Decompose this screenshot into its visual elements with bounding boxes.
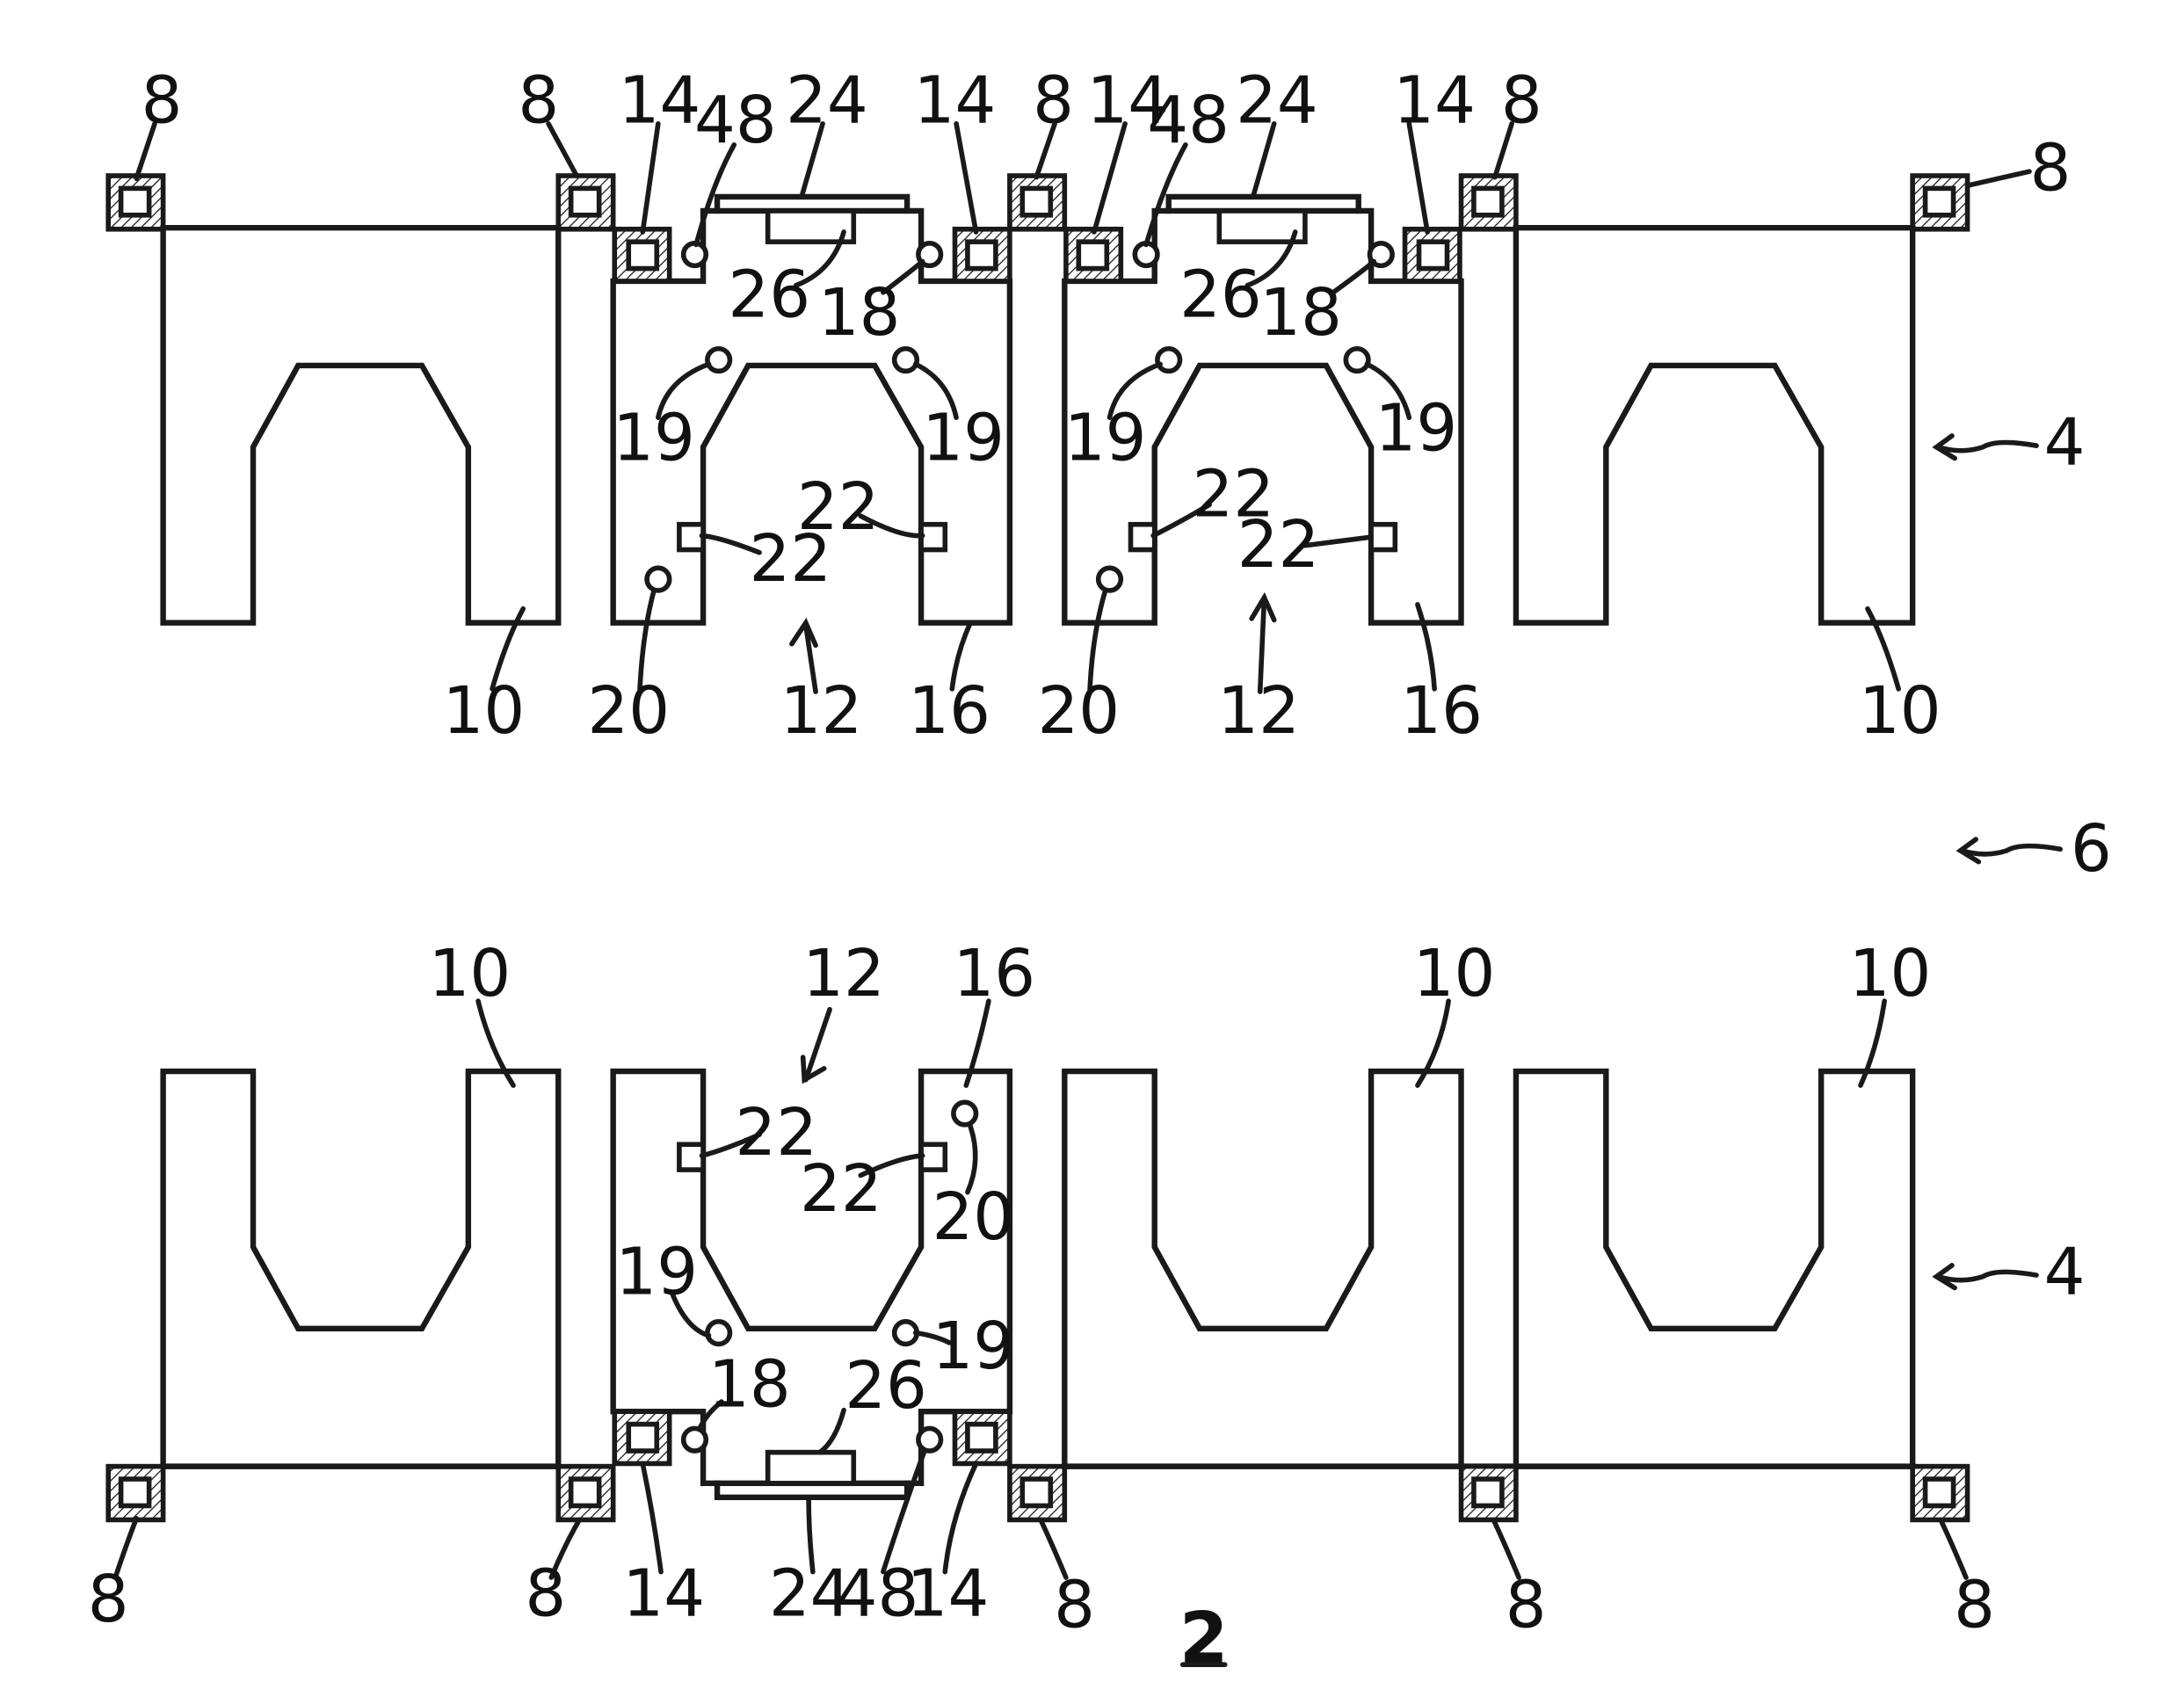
label-48: 48 bbox=[1147, 83, 1230, 158]
label-8: 8 bbox=[88, 1563, 129, 1637]
via-19 bbox=[895, 349, 918, 372]
sub-pad-core bbox=[628, 1425, 657, 1451]
label-8: 8 bbox=[1501, 64, 1542, 139]
label-19: 19 bbox=[922, 402, 1005, 476]
label-8: 8 bbox=[1506, 1569, 1547, 1643]
bottom-plain-unit-1 bbox=[163, 1071, 559, 1467]
via-48 bbox=[918, 1428, 941, 1451]
bottom-plain-unit-4 bbox=[1516, 1071, 1912, 1467]
label-22: 22 bbox=[1237, 508, 1320, 583]
label-8: 8 bbox=[1054, 1569, 1095, 1643]
sub-pad-core bbox=[968, 1425, 996, 1451]
label-8: 8 bbox=[1954, 1569, 1995, 1643]
label-22: 22 bbox=[800, 1152, 882, 1227]
label-14: 14 bbox=[1393, 64, 1476, 139]
label-48: 48 bbox=[694, 83, 777, 158]
bottom-electrode-pads bbox=[108, 1467, 1967, 1520]
label-19: 19 bbox=[1375, 391, 1458, 466]
chip bbox=[768, 1453, 854, 1483]
via-20 bbox=[1099, 568, 1121, 591]
label-24: 24 bbox=[786, 64, 868, 139]
electrode-pad-core bbox=[1474, 188, 1502, 214]
label-14: 14 bbox=[907, 1557, 990, 1632]
via-19 bbox=[1346, 349, 1368, 372]
label-12: 12 bbox=[780, 674, 863, 749]
label-8: 8 bbox=[2030, 131, 2072, 206]
label-20: 20 bbox=[932, 1180, 1014, 1255]
electrode-pad-core bbox=[121, 188, 149, 214]
label-20: 20 bbox=[587, 674, 670, 749]
label-12: 12 bbox=[802, 937, 885, 1012]
label-20: 20 bbox=[1037, 674, 1120, 749]
electrode-pad-core bbox=[121, 1479, 149, 1505]
via-18 bbox=[684, 1428, 707, 1451]
label-14: 14 bbox=[914, 64, 997, 139]
label-16: 16 bbox=[1400, 674, 1483, 749]
label-8: 8 bbox=[525, 1557, 566, 1632]
label-6: 6 bbox=[2071, 812, 2112, 887]
electrode-pad-core bbox=[1926, 1479, 1954, 1505]
top-plain-unit-left bbox=[163, 228, 559, 623]
top-electrode-pads bbox=[108, 176, 1967, 229]
label-10: 10 bbox=[1859, 674, 1941, 749]
electrode-pad-core bbox=[571, 188, 599, 214]
label-8: 8 bbox=[141, 64, 183, 139]
label-4: 4 bbox=[2044, 1235, 2086, 1309]
label-19: 19 bbox=[1064, 402, 1147, 476]
marker-22 bbox=[921, 1144, 945, 1170]
via-19 bbox=[707, 1322, 730, 1345]
electrode-pad-core bbox=[1926, 188, 1954, 214]
marker-22 bbox=[921, 525, 945, 550]
marker-22 bbox=[679, 1144, 703, 1170]
label-8: 8 bbox=[1033, 64, 1074, 139]
top-plain-unit-right bbox=[1516, 228, 1912, 623]
label-22: 22 bbox=[749, 522, 831, 597]
label-10: 10 bbox=[1849, 937, 1932, 1012]
via-20 bbox=[647, 568, 670, 591]
sub-pad-core bbox=[968, 242, 996, 268]
electrode-pad-core bbox=[1022, 188, 1050, 214]
label-12: 12 bbox=[1217, 674, 1300, 749]
label-19: 19 bbox=[615, 1235, 698, 1309]
sub-pad-core bbox=[1419, 242, 1448, 268]
via-20 bbox=[954, 1102, 976, 1125]
label-8: 8 bbox=[518, 64, 559, 139]
figure-number: 2 bbox=[1179, 1597, 1229, 1679]
bottom-leader-lines bbox=[115, 1001, 2036, 1577]
bottom-module: 10 10 10 12 16 22 22 20 19 19 18 26 4 8 … bbox=[88, 937, 2086, 1642]
label-16: 16 bbox=[953, 937, 1035, 1012]
label-16: 16 bbox=[908, 674, 990, 749]
sub-pad-core bbox=[1078, 242, 1107, 268]
label-26: 26 bbox=[845, 1349, 927, 1424]
label-4: 4 bbox=[2044, 405, 2086, 480]
bottom-plain-unit-3 bbox=[1064, 1071, 1461, 1467]
label-18: 18 bbox=[1259, 276, 1342, 351]
sub-pad-core bbox=[628, 242, 657, 268]
label-19: 19 bbox=[932, 1309, 1014, 1384]
via-19 bbox=[707, 349, 730, 372]
electrode-pad-core bbox=[1474, 1479, 1502, 1505]
label-10: 10 bbox=[443, 674, 526, 749]
label-10: 10 bbox=[429, 937, 512, 1012]
marker-22 bbox=[1131, 525, 1155, 550]
top-module: 8 8 14 48 24 14 8 14 48 24 14 8 8 26 18 … bbox=[108, 64, 2112, 887]
label-26: 26 bbox=[728, 257, 810, 332]
label-10: 10 bbox=[1413, 937, 1496, 1012]
label-19: 19 bbox=[613, 402, 695, 476]
label-14: 14 bbox=[622, 1557, 705, 1632]
marker-22 bbox=[679, 525, 703, 550]
electrode-pad-core bbox=[1022, 1479, 1050, 1505]
label-14: 14 bbox=[619, 64, 701, 139]
label-18: 18 bbox=[708, 1347, 791, 1422]
electrode-pad-core bbox=[571, 1479, 599, 1505]
label-26: 26 bbox=[1179, 257, 1262, 332]
marker-22 bbox=[1371, 525, 1395, 550]
label-24: 24 bbox=[1236, 64, 1318, 139]
label-18: 18 bbox=[818, 276, 901, 351]
via-19 bbox=[1157, 349, 1180, 372]
